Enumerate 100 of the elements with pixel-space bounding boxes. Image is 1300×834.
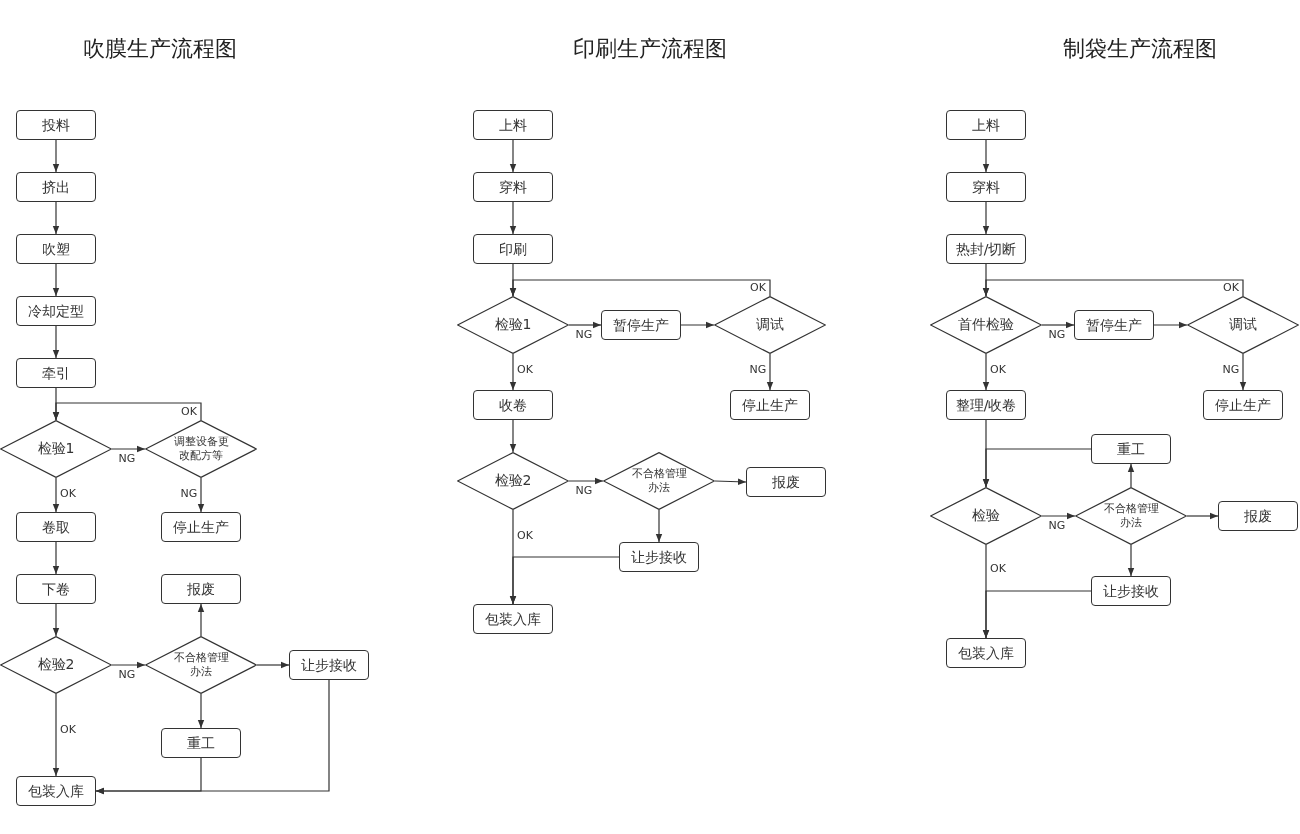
process-box: 让步接收 [619, 542, 699, 572]
arrow [111, 661, 146, 669]
process-box: 停止生产 [1203, 390, 1283, 420]
arrow [52, 477, 60, 513]
arrow [1153, 321, 1188, 329]
arrow [52, 201, 60, 235]
process-box: 停止生产 [730, 390, 810, 420]
process-box: 卷取 [16, 512, 96, 542]
process-box: 穿料 [473, 172, 553, 202]
process-box: 包装入库 [946, 638, 1026, 668]
process-box: 报废 [1218, 501, 1298, 531]
edge-label: NG [179, 487, 199, 499]
arrow [197, 693, 205, 729]
process-box: 热封/切断 [946, 234, 1026, 264]
process-box: 牵引 [16, 358, 96, 388]
chart-title: 印刷生产流程图 [573, 34, 727, 63]
arrow [982, 448, 1092, 488]
arrow [111, 445, 146, 453]
arrow [509, 419, 517, 453]
edge-label: NG [117, 668, 137, 680]
arrow [1127, 463, 1135, 488]
decision-diamond: 检验1 [457, 296, 569, 354]
arrow [509, 279, 771, 297]
process-box: 穿料 [946, 172, 1026, 202]
arrow [52, 325, 60, 359]
arrow [982, 201, 990, 235]
process-box: 上料 [473, 110, 553, 140]
edge-label: NG [574, 484, 594, 496]
decision-diamond: 调整设备更改配方等 [145, 420, 257, 478]
edge-label: OK [516, 529, 534, 541]
arrow [714, 478, 747, 485]
edge-label: NG [117, 452, 137, 464]
process-box: 吹塑 [16, 234, 96, 264]
arrow [1186, 512, 1219, 520]
edge-label: OK [749, 281, 767, 293]
decision-diamond: 调试 [714, 296, 826, 354]
arrow [766, 353, 774, 391]
process-box: 停止生产 [161, 512, 241, 542]
arrow [197, 603, 205, 637]
edge-label: NG [1047, 519, 1067, 531]
decision-diamond: 不合格管理办法 [603, 452, 715, 510]
arrow [655, 509, 663, 543]
edge-label: OK [989, 562, 1007, 574]
process-box: 整理/收卷 [946, 390, 1026, 420]
arrow [52, 139, 60, 173]
arrow [509, 353, 517, 391]
process-box: 上料 [946, 110, 1026, 140]
process-box: 投料 [16, 110, 96, 140]
process-box: 挤出 [16, 172, 96, 202]
edge-label: OK [989, 363, 1007, 375]
process-box: 收卷 [473, 390, 553, 420]
decision-diamond: 检验2 [457, 452, 569, 510]
arrow [52, 402, 202, 421]
arrow [52, 541, 60, 575]
process-box: 包装入库 [473, 604, 553, 634]
arrow [197, 477, 205, 513]
process-box: 重工 [1091, 434, 1171, 464]
arrow [680, 321, 715, 329]
decision-diamond: 调试 [1187, 296, 1299, 354]
arrow [256, 661, 290, 669]
arrow [509, 139, 517, 173]
arrow [1041, 512, 1076, 520]
arrow [982, 279, 1244, 297]
arrow [982, 139, 990, 173]
arrow [568, 321, 602, 329]
decision-diamond: 检验2 [0, 636, 112, 694]
process-box: 暂停生产 [601, 310, 681, 340]
arrow [52, 693, 60, 777]
edge-label: OK [1222, 281, 1240, 293]
process-box: 包装入库 [16, 776, 96, 806]
decision-diamond: 检验1 [0, 420, 112, 478]
edge-label: NG [748, 363, 768, 375]
arrow [982, 353, 990, 391]
decision-diamond: 不合格管理办法 [1075, 487, 1187, 545]
edge-label: OK [180, 405, 198, 417]
edge-label: NG [1047, 328, 1067, 340]
edge-label: NG [574, 328, 594, 340]
arrow [52, 603, 60, 637]
decision-diamond: 检验 [930, 487, 1042, 545]
edge-label: NG [1221, 363, 1241, 375]
process-box: 暂停生产 [1074, 310, 1154, 340]
chart-title: 制袋生产流程图 [1063, 34, 1217, 63]
process-box: 让步接收 [1091, 576, 1171, 606]
edge-label: OK [59, 723, 77, 735]
edge-label: OK [59, 487, 77, 499]
decision-diamond: 不合格管理办法 [145, 636, 257, 694]
process-box: 下卷 [16, 574, 96, 604]
arrow [509, 509, 517, 605]
arrow [509, 201, 517, 235]
arrow [52, 263, 60, 297]
arrow [982, 544, 990, 639]
process-box: 报废 [161, 574, 241, 604]
arrow [568, 477, 604, 485]
arrow [1127, 544, 1135, 577]
edge-label: OK [516, 363, 534, 375]
arrow [1041, 321, 1075, 329]
chart-title: 吹膜生产流程图 [83, 34, 237, 63]
process-box: 报废 [746, 467, 826, 497]
arrow [1239, 353, 1247, 391]
process-box: 让步接收 [289, 650, 369, 680]
